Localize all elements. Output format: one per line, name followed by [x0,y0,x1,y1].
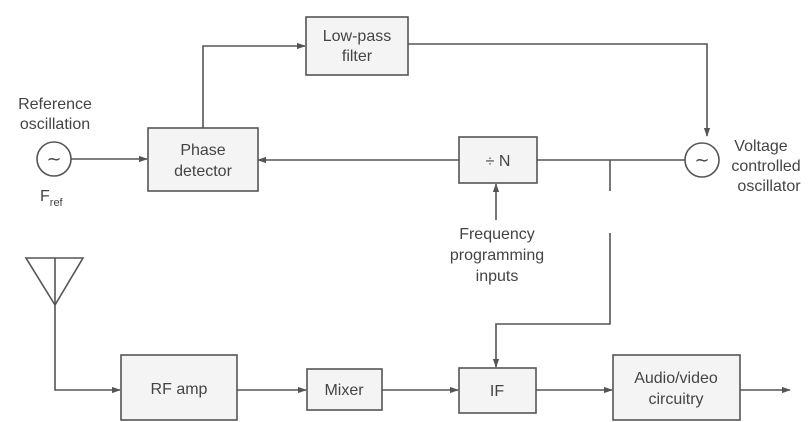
vco-glyph: ~ [694,150,709,171]
audio-video-block [612,354,741,421]
phase-detector-line2: detector [174,163,232,180]
vco-circle [684,142,720,178]
wire-vco-to-if-lower [492,233,611,368]
vco-label-line2: controlled [731,158,800,175]
low-pass-filter-line1: Low-pass [323,28,391,45]
f-ref-subscript: ref [50,197,64,209]
reference-oscillator: ~ [36,141,72,177]
freq-inputs-line3: inputs [476,268,519,285]
divider-block [458,136,538,184]
wire-antenna-to-rf [54,305,121,394]
mixer-block [306,368,383,411]
phase-detector-block [147,127,259,192]
wires [54,42,791,394]
rf-amp-block [120,354,238,421]
audio-video-line1: Audio/video [634,370,718,387]
f-ref-main: F [40,188,50,205]
rf-amp-label: RF amp [151,381,208,398]
audio-video-line2: circuitry [648,391,703,408]
freq-inputs-line2: programming [450,247,544,264]
wire-lpf-to-vco [408,43,711,137]
if-block [458,367,537,414]
reference-label-line1: Reference [18,96,92,113]
wire-phase-to-lpf [202,42,306,128]
freq-inputs-line1: Frequency [459,226,535,243]
reference-oscillator-circle [36,141,72,177]
reference-label-line2: oscillation [20,116,90,133]
vco-oscillator: ~ [684,142,720,178]
reference-oscillator-glyph: ~ [46,149,61,170]
mixer-label: Mixer [324,382,364,399]
phase-detector-line1: Phase [180,142,225,159]
vco-label-line1: Voltage [734,138,787,155]
f-ref-label: Fref [40,188,64,209]
divider-label: ÷ N [486,153,511,170]
low-pass-filter-block [305,16,409,76]
antenna-icon [24,257,85,307]
vco-label-line3: oscillator [737,178,801,195]
if-label: IF [490,383,504,400]
low-pass-filter-line2: filter [342,48,373,65]
